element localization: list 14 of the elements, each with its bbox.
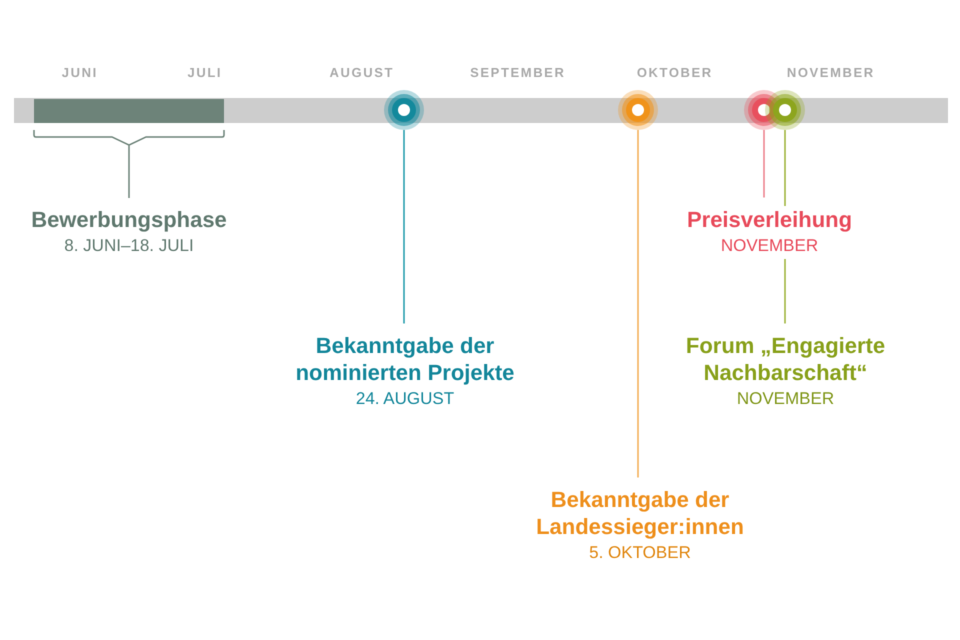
- event-date: NOVEMBER: [720, 232, 818, 258]
- event-title: Preisverleihung: [686, 206, 852, 232]
- ring-marker-icon: [618, 90, 658, 130]
- leader-line: [637, 130, 639, 478]
- ring-marker-icon: [765, 90, 805, 130]
- leader-line: [403, 130, 405, 324]
- month-label: JULI: [188, 65, 222, 81]
- month-label: NOVEMBER: [786, 65, 875, 81]
- ring-marker-icon: [384, 90, 424, 130]
- month-label: AUGUST: [330, 65, 394, 81]
- leader-line: [763, 130, 765, 198]
- month-label: OKTOBER: [636, 65, 713, 81]
- month-label: SEPTEMBER: [470, 65, 566, 81]
- month-label: JUNI: [62, 65, 98, 81]
